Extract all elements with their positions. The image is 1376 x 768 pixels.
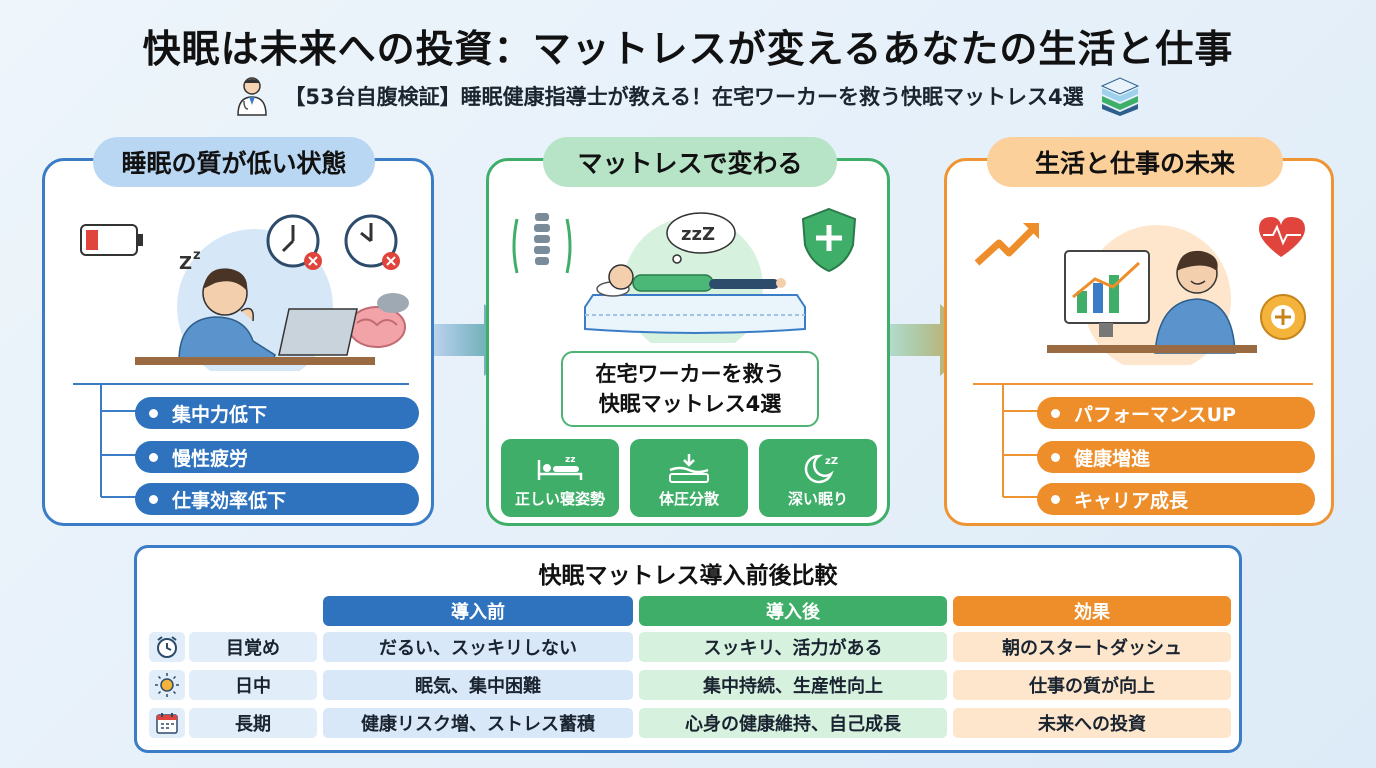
gear-plus-icon bbox=[1260, 294, 1306, 340]
alarm-clock-icon bbox=[149, 632, 185, 662]
bullet-performance: パフォーマンスUP bbox=[1037, 397, 1315, 429]
calendar-icon bbox=[149, 708, 185, 738]
cell-daytime-effect: 仕事の質が向上 bbox=[953, 670, 1231, 700]
comparison-table: 快眠マットレス導入前後比較 導入前 導入後 効果 目覚め だるい、スッキリしない… bbox=[134, 545, 1242, 753]
bracket-lines-right bbox=[1002, 383, 1039, 498]
rising-arrow-icon bbox=[974, 223, 1039, 266]
svg-text:zz: zz bbox=[565, 455, 575, 465]
cell-wakeup-after: スッキリ、活力がある bbox=[639, 632, 947, 662]
svg-text:z: z bbox=[193, 248, 201, 263]
cell-daytime-after: 集中持続、生産性向上 bbox=[639, 670, 947, 700]
mid-caption-line1: 在宅ワーカーを救う bbox=[595, 362, 785, 386]
heart-icon bbox=[1259, 217, 1305, 257]
bullet-fatigue: 慢性疲労 bbox=[135, 441, 419, 473]
column-header-effect: 効果 bbox=[953, 596, 1231, 626]
sun-icon bbox=[149, 670, 185, 700]
thought-cloud-icon: zzZ bbox=[666, 212, 736, 264]
feature-pressure-label: 体圧分散 bbox=[658, 490, 719, 508]
productive-worker-illustration bbox=[974, 217, 1306, 365]
feature-pressure: 体圧分散 bbox=[630, 439, 748, 517]
moon-icon: zZ bbox=[804, 454, 838, 484]
panel-left-heading: 睡眠の質が低い状態 bbox=[93, 137, 375, 187]
panel-future: 生活と仕事の未来 パフォーマンスUP 健康増進 キ bbox=[944, 137, 1334, 526]
row-label-longterm: 長期 bbox=[189, 708, 317, 738]
divider bbox=[73, 383, 409, 385]
panel-right-heading: 生活と仕事の未来 bbox=[987, 137, 1283, 187]
cell-wakeup-effect: 朝のスタートダッシュ bbox=[953, 632, 1231, 662]
health-shield-icon bbox=[801, 207, 857, 273]
brain-fog-icon bbox=[348, 293, 409, 348]
mid-caption-line2: 快眠マットレス4選 bbox=[598, 392, 782, 416]
mattress-stack-icon bbox=[1100, 77, 1139, 116]
svg-text:zZ: zZ bbox=[825, 456, 838, 467]
cell-longterm-after: 心身の健康維持、自己成長 bbox=[639, 708, 947, 738]
low-battery-icon bbox=[80, 224, 143, 256]
cell-daytime-before: 眠気、集中困難 bbox=[323, 670, 633, 700]
spine-icon bbox=[512, 213, 572, 274]
subtitle: 【53台自腹検証】睡眠健康指導士が教える！在宅ワーカーを救う快眠マットレス4選 bbox=[284, 85, 1084, 109]
cell-longterm-effect: 未来への投資 bbox=[953, 708, 1231, 738]
clock-x-icon bbox=[266, 214, 322, 270]
subtitle-row: 【53台自腹検証】睡眠健康指導士が教える！在宅ワーカーを救う快眠マットレス4選 bbox=[0, 74, 1376, 118]
panel-middle-heading: マットレスで変わる bbox=[543, 137, 837, 187]
bullet-health: 健康増進 bbox=[1037, 441, 1315, 473]
bracket-lines bbox=[100, 383, 137, 498]
doctor-icon bbox=[237, 77, 268, 116]
bed-icon: zz bbox=[537, 455, 583, 480]
clock-x-icon-2 bbox=[344, 214, 400, 270]
bullet-efficiency: 仕事効率低下 bbox=[135, 483, 419, 515]
comparison-title: 快眠マットレス導入前後比較 bbox=[538, 563, 838, 589]
bullet-career: キャリア成長 bbox=[1037, 483, 1315, 515]
tired-worker-illustration: Z z bbox=[80, 214, 409, 371]
feature-posture: zz 正しい寝姿勢 bbox=[501, 439, 619, 517]
divider-right bbox=[973, 383, 1313, 385]
row-label-daytime: 日中 bbox=[189, 670, 317, 700]
svg-text:zzZ: zzZ bbox=[681, 224, 715, 245]
panel-mattress-change: マットレスで変わる zzZ 在宅ワーカーを救う bbox=[486, 137, 890, 526]
bullet-concentration: 集中力低下 bbox=[135, 397, 419, 429]
pressure-distribution-icon bbox=[669, 454, 709, 483]
mid-caption-box: 在宅ワーカーを救う 快眠マットレス4選 bbox=[561, 351, 819, 427]
row-label-wakeup: 目覚め bbox=[189, 632, 317, 662]
column-header-before: 導入前 bbox=[323, 596, 633, 626]
feature-deep-sleep: zZ 深い眠り bbox=[759, 439, 877, 517]
svg-text:Z: Z bbox=[179, 253, 192, 274]
cell-longterm-before: 健康リスク増、ストレス蓄積 bbox=[323, 708, 633, 738]
feature-posture-label: 正しい寝姿勢 bbox=[514, 490, 605, 508]
sleeping-person-illustration: zzZ bbox=[512, 207, 857, 343]
column-header-after: 導入後 bbox=[639, 596, 947, 626]
page-title: 快眠は未来への投資：マットレスが変えるあなたの生活と仕事 bbox=[142, 27, 1234, 71]
cell-wakeup-before: だるい、スッキリしない bbox=[323, 632, 633, 662]
panel-poor-sleep: 睡眠の質が低い状態 Z bbox=[42, 137, 434, 526]
feature-deep-sleep-label: 深い眠り bbox=[787, 490, 848, 508]
